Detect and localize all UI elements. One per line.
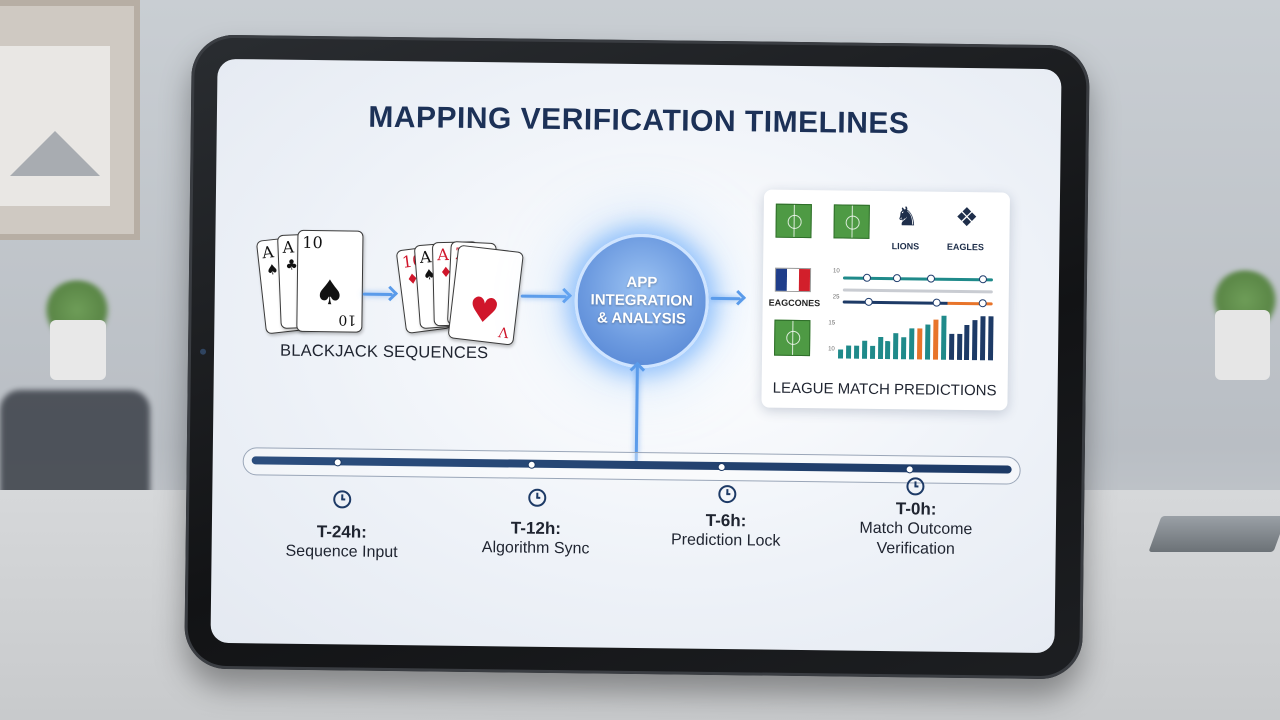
chart-bar [869, 345, 875, 359]
blackjack-hand-2: 10♦ A♠ A♦ Z♦ ♥ V [218, 59, 1062, 346]
prediction-bar-chart [837, 314, 997, 361]
axis-tick: 25 [832, 294, 840, 301]
arrow-right-icon [710, 296, 741, 301]
progress-track [842, 297, 993, 308]
chart-bar [893, 332, 899, 360]
clock-icon [528, 488, 547, 507]
chart-bar [980, 316, 986, 361]
blackjack-hand-1: A♠ A♣ 10 ♠ 10 [218, 59, 1062, 335]
timeline-bar [251, 456, 1012, 474]
chart-bar [845, 345, 852, 359]
chart-bar [940, 315, 947, 360]
chart-bar [901, 337, 907, 360]
track-node [864, 297, 873, 306]
team-name: EAGLES [946, 241, 984, 253]
chart-bar [909, 328, 915, 360]
predictions-caption: LEAGUE MATCH PREDICTIONS [772, 379, 997, 400]
blackjack-label: BLACKJACK SEQUENCES [279, 341, 489, 363]
track-node [978, 299, 987, 308]
pitch-icon [774, 319, 811, 357]
axis-tick: 15 [828, 320, 836, 327]
chart-bar [861, 341, 867, 359]
arrow-right-icon [362, 292, 393, 297]
clock-icon [906, 477, 925, 496]
pitch-icon [833, 204, 870, 239]
timeline-marker [333, 458, 342, 467]
tablet-screen: MAPPING VERIFICATION TIMELINES A♠ A♣ 10 … [210, 58, 1062, 654]
track-node [978, 275, 988, 284]
predictions-panel: ♞ LIONS ❖ EAGLES EAGCONES 10 25 15 10 [761, 189, 1011, 411]
timeline-step: T-12h: Algorithm Sync [481, 518, 590, 558]
app-integration-node: APP INTEGRATION & ANALYSIS [573, 233, 710, 369]
playing-card: ♥ V [447, 244, 525, 346]
clock-icon [718, 485, 737, 504]
chart-bar [837, 349, 844, 359]
eagle-logo-icon: ❖ [954, 201, 979, 233]
track-node [932, 298, 941, 307]
chart-bar [932, 320, 939, 360]
tablet-device: MAPPING VERIFICATION TIMELINES A♠ A♣ 10 … [184, 34, 1090, 680]
chart-bar [924, 324, 931, 360]
timeline-step: T-0h: Match Outcome Verification [859, 499, 973, 558]
wall-frame [0, 0, 140, 240]
arrow-up-icon [634, 365, 639, 463]
chart-bar [964, 324, 970, 361]
timeline-marker [905, 465, 914, 474]
flag-icon [774, 267, 812, 293]
lion-logo-icon: ♞ [894, 201, 919, 232]
timeline-step: T-24h: Sequence Input [285, 522, 398, 562]
chart-bar [988, 316, 994, 361]
pot-left [50, 320, 106, 380]
track-node [862, 273, 872, 282]
core-label-line3: & ANALYSIS [596, 309, 687, 328]
timeline-step: T-6h: Prediction Lock [670, 510, 781, 550]
chart-bar [885, 341, 891, 360]
row-label: EAGCONES [768, 297, 821, 309]
axis-tick: 10 [828, 346, 835, 353]
chart-bar [877, 336, 883, 359]
chart-bar [948, 333, 954, 360]
pitch-icon [775, 203, 812, 239]
arrow-right-icon [520, 294, 567, 299]
chart-bar [956, 333, 962, 360]
progress-track [842, 273, 993, 284]
camera-icon [199, 348, 207, 355]
core-label-line2: INTEGRATION [590, 291, 693, 310]
chart-bar [972, 320, 978, 361]
team-name: LIONS [891, 241, 920, 252]
timeline-marker [527, 460, 536, 469]
timeline [242, 447, 1021, 485]
playing-card: 10 ♠ 10 [296, 229, 364, 333]
progress-track [842, 288, 993, 294]
timeline-marker [717, 462, 726, 472]
axis-tick: 10 [833, 268, 840, 275]
chart-bar [853, 345, 859, 359]
track-node [892, 274, 902, 283]
chart-bar [916, 328, 923, 360]
pot-right [1215, 310, 1270, 380]
page-title: MAPPING VERIFICATION TIMELINES [368, 100, 910, 141]
track-node [926, 274, 936, 283]
core-label-line1: APP [626, 273, 658, 292]
laptop [1148, 516, 1280, 552]
clock-icon [333, 490, 352, 509]
